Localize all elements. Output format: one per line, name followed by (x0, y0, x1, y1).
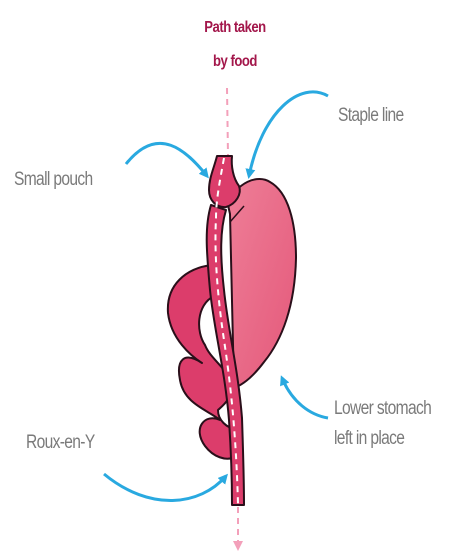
lower-stomach-line1: Lower stomach (334, 396, 431, 422)
lower-stomach (228, 179, 296, 388)
food-path-entry (227, 88, 228, 156)
lower-stomach-label: Lower stomach left in place (334, 396, 431, 451)
roux-en-y-label: Roux-en-Y (26, 430, 95, 456)
small-pouch (209, 156, 240, 207)
staple-line-label: Staple line (338, 103, 404, 129)
path-taken-label: Path taken by food (190, 20, 280, 70)
arrow-lower-stomach (282, 378, 328, 418)
small-pouch-label: Small pouch (14, 167, 93, 193)
path-taken-line1: Path taken (190, 20, 280, 36)
arrow-staple-line (249, 92, 328, 176)
path-taken-line2: by food (190, 54, 280, 70)
arrow-small-pouch (126, 143, 207, 176)
arrow-roux-en-y (104, 474, 226, 501)
lower-stomach-line2: left in place (334, 426, 431, 452)
